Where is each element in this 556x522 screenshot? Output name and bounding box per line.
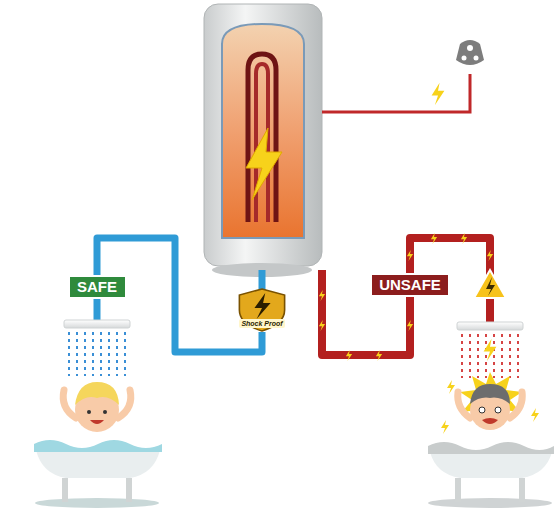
safe-shower — [34, 320, 162, 508]
safe-label: SAFE — [68, 275, 127, 299]
unsafe-label: UNSAFE — [370, 273, 450, 297]
shock-proof-badge: Shock Proof — [234, 288, 290, 332]
label-text: UNSAFE — [379, 276, 441, 294]
water-heater — [204, 4, 322, 277]
label-text: Shock Proof — [239, 319, 284, 328]
unsafe-shower — [428, 322, 554, 508]
label-text: SAFE — [77, 278, 117, 296]
power-wire — [322, 40, 484, 112]
